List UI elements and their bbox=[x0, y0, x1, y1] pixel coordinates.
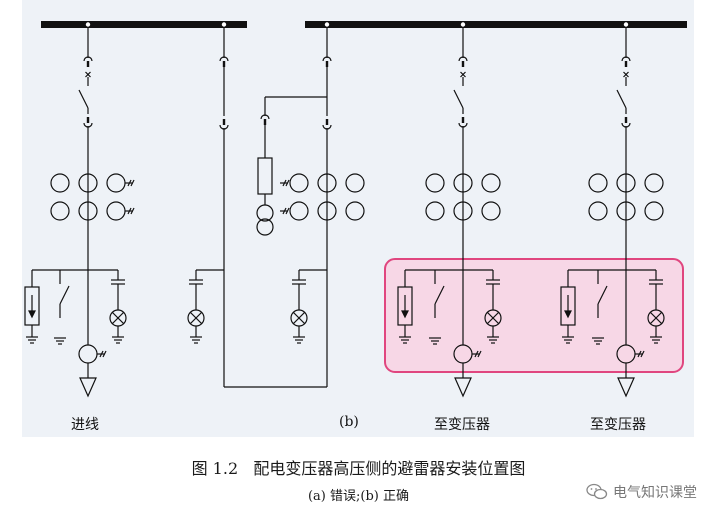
current-transformer bbox=[616, 173, 636, 193]
watermark: 电气知识课堂 bbox=[586, 482, 697, 502]
current-transformer bbox=[289, 173, 309, 193]
feeder-b bbox=[256, 28, 365, 387]
bus-node bbox=[221, 22, 227, 27]
pt-winding bbox=[256, 204, 274, 222]
fuse bbox=[257, 157, 273, 195]
feeder-transformer-2 bbox=[560, 28, 665, 398]
watermark-text: 电气知识课堂 bbox=[613, 485, 697, 501]
pt-winding bbox=[256, 218, 274, 236]
current-transformer bbox=[616, 201, 636, 221]
bus-node bbox=[85, 22, 91, 27]
current-transformer bbox=[644, 201, 664, 221]
busbar-right bbox=[305, 21, 687, 28]
current-transformer bbox=[78, 201, 98, 221]
current-transformer bbox=[481, 173, 501, 193]
busbar-left bbox=[41, 21, 247, 28]
current-transformer bbox=[644, 173, 664, 193]
current-transformer bbox=[78, 173, 98, 193]
current-transformer bbox=[345, 173, 365, 193]
figure-caption: 图 1.2 配电变压器高压侧的避雷器安装位置图 bbox=[191, 459, 526, 478]
feeder-pt bbox=[187, 28, 327, 388]
current-transformer bbox=[106, 173, 126, 193]
feeder-incoming bbox=[24, 28, 135, 398]
wechat-icon bbox=[586, 483, 608, 501]
cable-head bbox=[617, 377, 635, 398]
current-transformer bbox=[481, 201, 501, 221]
current-transformer bbox=[289, 201, 309, 221]
zero-sequence-ct bbox=[78, 344, 98, 364]
current-transformer bbox=[345, 201, 365, 221]
current-transformer bbox=[453, 201, 473, 221]
current-transformer bbox=[106, 201, 126, 221]
cable-head bbox=[454, 377, 472, 398]
current-transformer bbox=[453, 173, 473, 193]
current-transformer bbox=[50, 173, 70, 193]
label-incoming: 进线 bbox=[71, 417, 99, 433]
current-transformer bbox=[317, 173, 337, 193]
current-transformer bbox=[588, 173, 608, 193]
current-transformer bbox=[425, 201, 445, 221]
current-transformer bbox=[50, 201, 70, 221]
bus-node bbox=[324, 22, 330, 27]
current-transformer bbox=[425, 173, 445, 193]
label-to-transformer-2: 至变压器 bbox=[590, 417, 646, 433]
current-transformer bbox=[317, 201, 337, 221]
figure-subcaption: (a) 错误;(b) 正确 bbox=[307, 489, 409, 504]
label-part-b: (b) bbox=[339, 414, 359, 430]
bus-node bbox=[623, 22, 629, 27]
wiring-diagram bbox=[24, 21, 687, 398]
cable-head bbox=[79, 377, 97, 398]
feeder-transformer-1 bbox=[397, 28, 502, 398]
highlight-box bbox=[384, 258, 684, 373]
bus-node bbox=[460, 22, 466, 27]
label-to-transformer-1: 至变压器 bbox=[434, 417, 490, 433]
current-transformer bbox=[588, 201, 608, 221]
